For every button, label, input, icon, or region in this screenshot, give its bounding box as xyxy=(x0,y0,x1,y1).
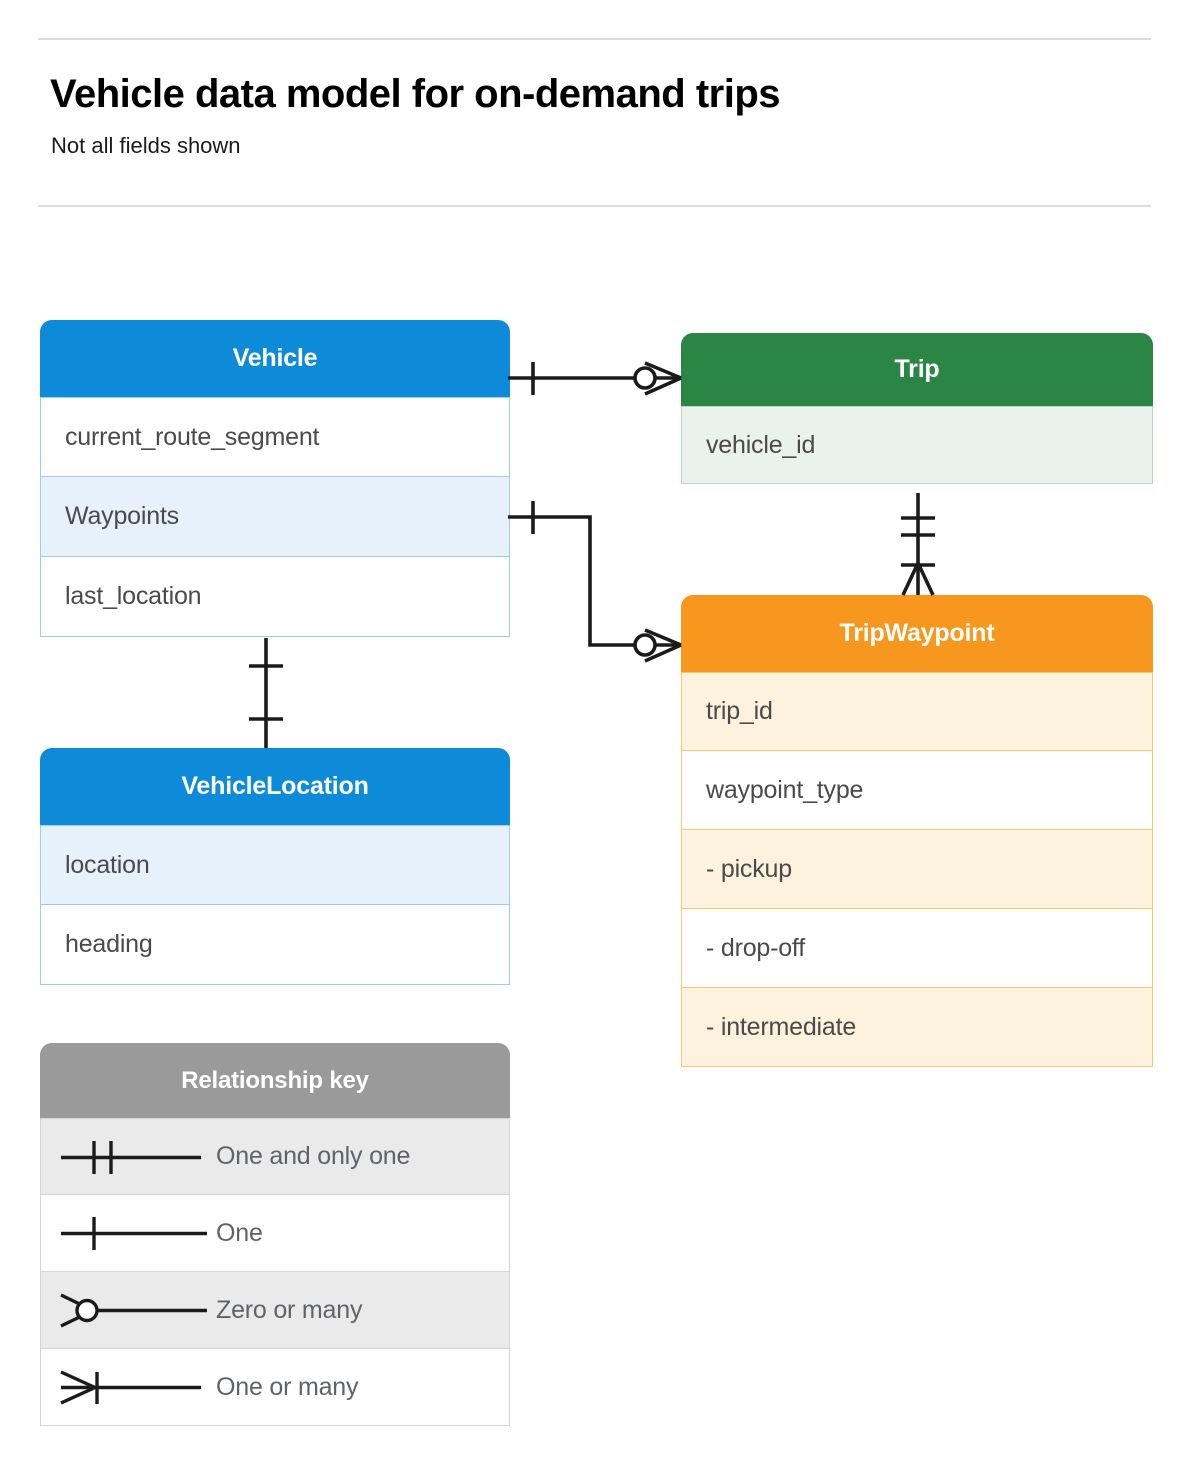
field-waypoint-type-pickup[interactable]: - pickup xyxy=(681,830,1153,909)
entity-trip-title: Trip xyxy=(681,333,1153,406)
connector-vehicle-to-trip xyxy=(508,361,682,396)
connector-waypoints-to-tripwaypoint xyxy=(508,501,682,663)
entity-vehiclelocation-fields: location heading xyxy=(40,825,510,985)
legend-label-one-or-many: One or many xyxy=(216,1372,359,1401)
entity-trip[interactable]: Trip vehicle_id xyxy=(681,333,1153,484)
field-waypoint-type-intermediate[interactable]: - intermediate xyxy=(681,988,1153,1067)
field-last-location[interactable]: last_location xyxy=(40,557,510,637)
entity-vehicle-fields: current_route_segment Waypoints last_loc… xyxy=(40,397,510,637)
legend-row-one-or-many: One or many xyxy=(40,1349,510,1426)
entity-tripwaypoint[interactable]: TripWaypoint trip_id waypoint_type - pic… xyxy=(681,595,1153,1067)
legend-row-zero-or-many: Zero or many xyxy=(40,1272,510,1349)
legend-row-one: One xyxy=(40,1195,510,1272)
field-location[interactable]: location xyxy=(40,825,510,905)
entity-vehiclelocation-title: VehicleLocation xyxy=(40,748,510,825)
entity-trip-fields: vehicle_id xyxy=(681,406,1153,484)
field-waypoint-type[interactable]: waypoint_type xyxy=(681,751,1153,830)
field-heading[interactable]: heading xyxy=(40,905,510,985)
legend-rows: One and only one One xyxy=(40,1118,510,1426)
field-trip-id[interactable]: trip_id xyxy=(681,672,1153,751)
header-divider-top xyxy=(38,38,1151,40)
legend-title: Relationship key xyxy=(40,1043,510,1118)
page-subtitle: Not all fields shown xyxy=(51,133,241,158)
one-and-only-one-icon xyxy=(41,1119,216,1194)
page-title: Vehicle data model for on-demand trips xyxy=(50,72,781,116)
field-waypoint-type-dropoff[interactable]: - drop-off xyxy=(681,909,1153,988)
header-divider-bottom xyxy=(38,205,1151,207)
entity-vehicle[interactable]: Vehicle current_route_segment Waypoints … xyxy=(40,320,510,637)
entity-tripwaypoint-fields: trip_id waypoint_type - pickup - drop-of… xyxy=(681,672,1153,1067)
legend-label-one: One xyxy=(216,1218,263,1247)
legend-label-zero-or-many: Zero or many xyxy=(216,1295,363,1324)
one-or-many-icon xyxy=(41,1349,216,1425)
connector-trip-to-tripwaypoint xyxy=(901,493,935,596)
legend-label-one-and-only-one: One and only one xyxy=(216,1142,411,1170)
connector-vehicle-to-vehiclelocation xyxy=(249,638,283,748)
relationship-key-legend: Relationship key One and only one xyxy=(40,1043,510,1426)
field-vehicle-id[interactable]: vehicle_id xyxy=(681,406,1153,484)
one-icon xyxy=(41,1195,216,1271)
entity-vehicle-title: Vehicle xyxy=(40,320,510,397)
entity-vehiclelocation[interactable]: VehicleLocation location heading xyxy=(40,748,510,985)
entity-tripwaypoint-title: TripWaypoint xyxy=(681,595,1153,672)
field-waypoints[interactable]: Waypoints xyxy=(40,477,510,557)
zero-or-many-icon xyxy=(41,1272,216,1348)
field-current-route-segment[interactable]: current_route_segment xyxy=(40,397,510,477)
legend-row-one-and-only-one: One and only one xyxy=(40,1118,510,1195)
